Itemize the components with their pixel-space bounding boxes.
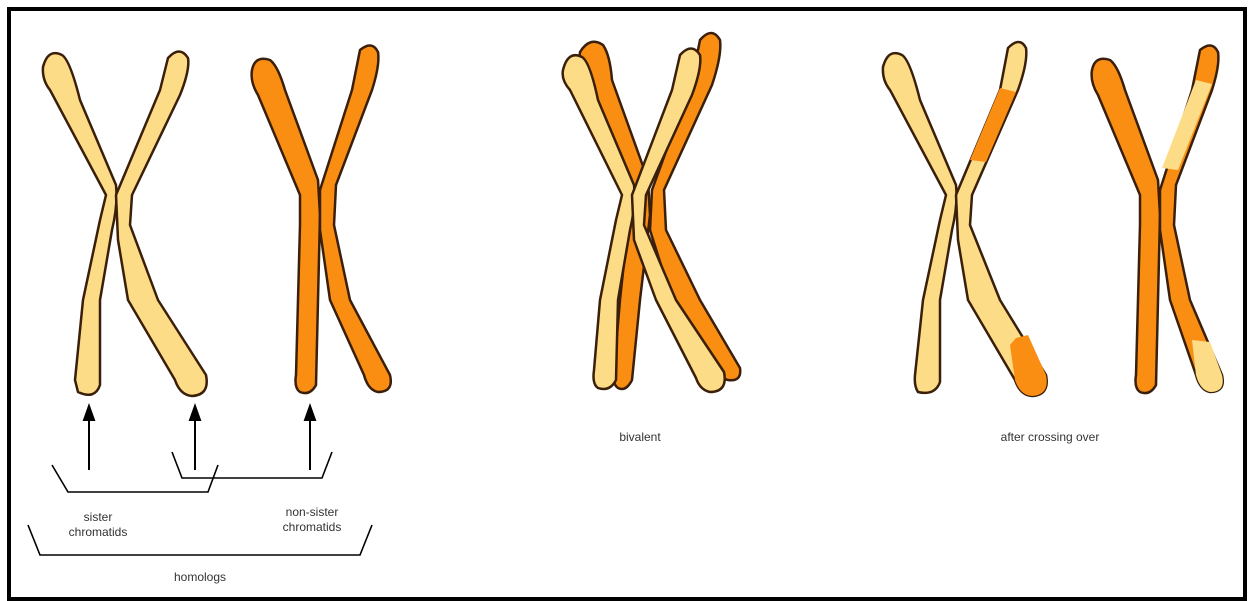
arrow-head-2 <box>190 406 200 420</box>
recombinant-light-left <box>883 53 957 393</box>
arrow-head-3 <box>305 406 315 420</box>
bivalent-group <box>563 33 741 392</box>
label-homologs: homologs <box>150 570 250 585</box>
label-chromatids-1: chromatids <box>58 525 138 540</box>
chromatid-dark-right <box>320 45 391 392</box>
recombinant-dark-left <box>1092 59 1160 393</box>
arrow-head-1 <box>84 406 94 420</box>
label-sister-chromatids: sister chromatids <box>58 510 138 540</box>
homolog-dark <box>252 45 391 393</box>
crossover-segment-bottom-dark <box>1192 340 1223 392</box>
crossover-segment-top-light <box>970 88 1016 162</box>
label-bivalent: bivalent <box>590 430 690 445</box>
label-after-crossing-over: after crossing over <box>960 430 1140 445</box>
label-non-sister: non-sister <box>262 505 362 520</box>
chromatid-light-right <box>116 52 207 397</box>
arrows <box>84 406 315 470</box>
after-crossing-group <box>883 42 1223 396</box>
crossover-segment-bottom-light <box>1010 335 1047 396</box>
homolog-light <box>43 52 207 397</box>
chromatid-light-left <box>43 53 117 395</box>
chromatid-dark-left <box>252 59 320 393</box>
label-chromatids-2: chromatids <box>262 520 362 535</box>
label-non-sister-chromatids: non-sister chromatids <box>262 505 362 535</box>
label-sister: sister <box>58 510 138 525</box>
